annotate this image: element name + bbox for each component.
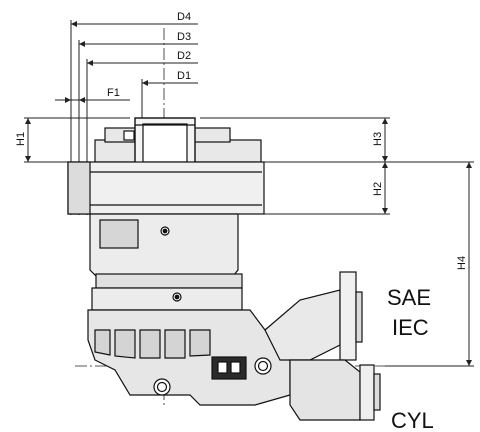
dim-d3-label: D3 bbox=[177, 31, 191, 43]
dim-h1-label: H1 bbox=[15, 132, 27, 146]
gearbox-body bbox=[67, 117, 381, 421]
variant-sae-label: SAE bbox=[387, 285, 431, 310]
dim-h4-label: H4 bbox=[456, 256, 468, 270]
dim-d2-label: D2 bbox=[177, 50, 191, 62]
dim-f1-label: F1 bbox=[107, 87, 120, 99]
dim-d4-label: D4 bbox=[177, 11, 191, 23]
variant-cyl-label: CYL bbox=[391, 408, 434, 432]
dim-h3-label: H3 bbox=[372, 132, 384, 146]
dim-d1-label: D1 bbox=[177, 70, 191, 82]
dim-h2-label: H2 bbox=[372, 182, 384, 196]
variant-iec-label: IEC bbox=[392, 315, 429, 340]
